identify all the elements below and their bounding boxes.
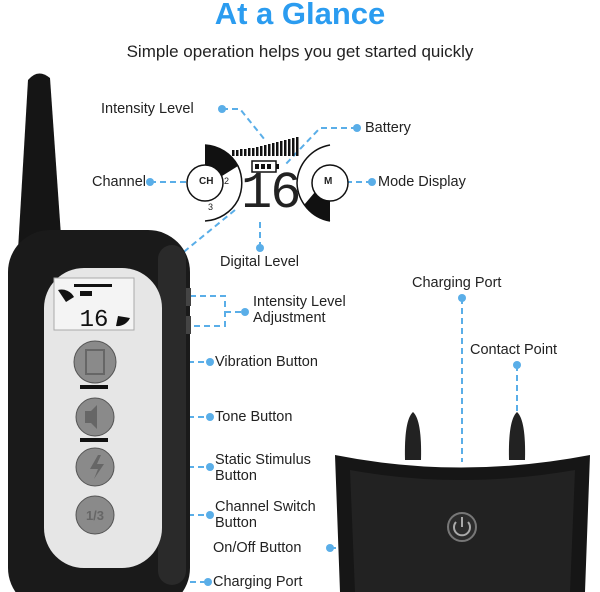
- label-digital-level: Digital Level: [220, 254, 299, 270]
- label-line: Button: [215, 515, 257, 531]
- svg-text:1/3: 1/3: [86, 508, 104, 523]
- channel-1: 1: [200, 150, 206, 160]
- label-collar-charging-port: Charging Port: [412, 275, 502, 291]
- enlarged-display: [186, 137, 349, 222]
- label-line: Intensity Level: [253, 294, 346, 310]
- mode-label: M: [324, 176, 333, 187]
- page-title: At a Glance: [214, 0, 386, 31]
- label-line: Static Stimulus: [215, 452, 311, 468]
- label-line: Button: [215, 468, 257, 484]
- collar-receiver: [335, 412, 590, 592]
- label-remote-charging-port: Charging Port: [213, 574, 303, 590]
- label-battery: Battery: [365, 120, 411, 136]
- label-tone-button: Tone Button: [215, 409, 293, 425]
- digital-level-readout: 16: [241, 164, 301, 223]
- label-line: Channel Switch: [215, 499, 316, 515]
- label-vibration-button: Vibration Button: [215, 354, 318, 370]
- svg-text:16: 16: [80, 307, 109, 334]
- label-line: Adjustment: [253, 310, 326, 326]
- label-onoff-button: On/Off Button: [213, 540, 302, 556]
- channel-3: 3: [208, 202, 214, 212]
- leader-dots: [146, 105, 521, 586]
- label-contact-point: Contact Point: [470, 342, 558, 358]
- label-intensity-level: Intensity Level: [101, 101, 194, 117]
- label-mode-display: Mode Display: [378, 174, 466, 190]
- channel-label: CH: [199, 176, 214, 187]
- channel-2: 2: [224, 176, 230, 186]
- label-channel: Channel: [92, 174, 147, 190]
- page-subtitle: Simple operation helps you get started q…: [126, 42, 474, 61]
- remote-transmitter: 16 1/3: [8, 73, 191, 592]
